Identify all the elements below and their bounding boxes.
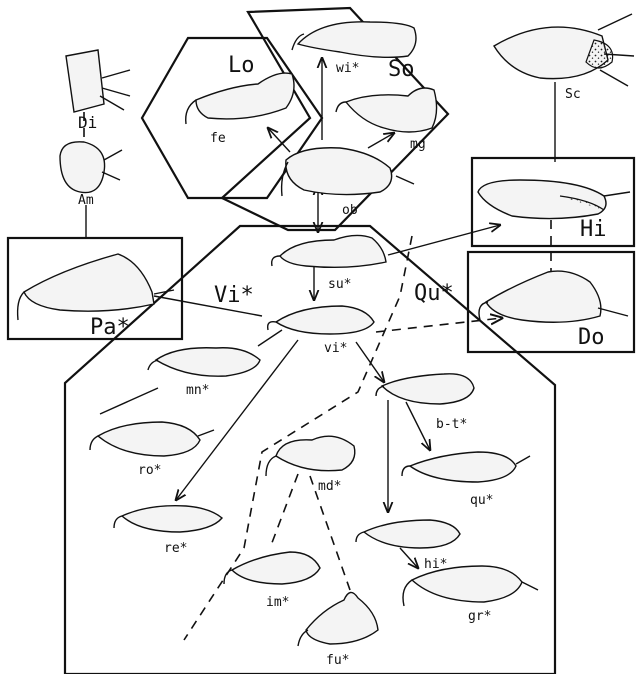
edges [85,58,556,568]
edge-ob-fe [268,128,291,153]
specimen-ro [89,421,215,457]
label-gr: gr* [468,609,491,624]
specimen-md [265,435,356,477]
label-mn: mn* [186,383,209,398]
label-ob: ob [342,203,358,218]
edge-bt-qu [405,401,430,450]
group-label-pa: Pa* [90,315,130,340]
specimen-am [59,141,123,194]
boundary-dashed [183,235,413,641]
edge-md-im [269,473,299,549]
edge-su-hi [387,225,500,256]
label-mg: mg [410,137,426,152]
group-label-do: Do [578,325,605,350]
label-am: Am [78,193,94,208]
group-frame-lo [140,36,324,200]
group-label-lo: Lo [228,53,255,78]
label-im: im* [266,595,289,610]
group-label-so: So [388,57,415,82]
specimen-im [223,551,321,585]
label-qu: qu* [470,493,493,508]
label-su: su* [328,277,351,292]
label-b-t: b-t* [436,417,467,432]
specimen-ob [280,147,415,197]
specimen-wi [291,21,417,59]
label-re: re* [164,541,187,556]
dashed-edges [83,112,552,641]
specimen-fu [297,591,379,647]
group-frame-pa [6,236,184,341]
edge-vi-do [375,318,502,333]
group-frame-hi [470,156,636,248]
specimen-gr [402,565,539,607]
specimen-vi [266,305,375,335]
group-frame-vi [63,224,557,674]
group-label-hi: Hi [580,217,607,242]
label-di: Di [78,113,97,132]
label-md: md* [318,479,341,494]
label-fu: fu* [326,653,349,668]
edge-vi-mn [257,329,283,347]
specimen-fe [185,72,295,125]
label-wi: wi* [336,61,359,76]
specimen-hi-group [477,179,631,220]
specimen-mg [335,87,438,133]
specimen-hi [355,519,461,549]
label-hi: hi* [424,557,447,572]
specimen-re [113,505,223,533]
specimen-do-group [478,270,629,323]
specimen-pa [16,253,175,321]
label-vi: vi* [324,341,347,356]
edge-mn-ro [99,387,159,415]
label-sc: Sc [565,87,581,102]
specimen-di [65,49,131,113]
specimen-b-t [375,373,475,405]
label-ro: ro* [138,463,161,478]
edge-md-fu [309,475,351,591]
edge-hi-gr [399,547,418,568]
edge-vi-bt [355,341,384,382]
specimen-mn [147,347,261,377]
specimen-sc [493,13,635,87]
edge-vi-re [176,339,299,500]
edge-pa-vi [153,295,263,317]
label-fe: fe [210,131,226,146]
group-label-vi: Vi* [214,283,254,308]
edge-ob-mg [367,133,394,149]
specimen-qu [401,451,531,483]
group-label-qu: Qu* [414,281,454,306]
specimen-su [270,234,387,269]
